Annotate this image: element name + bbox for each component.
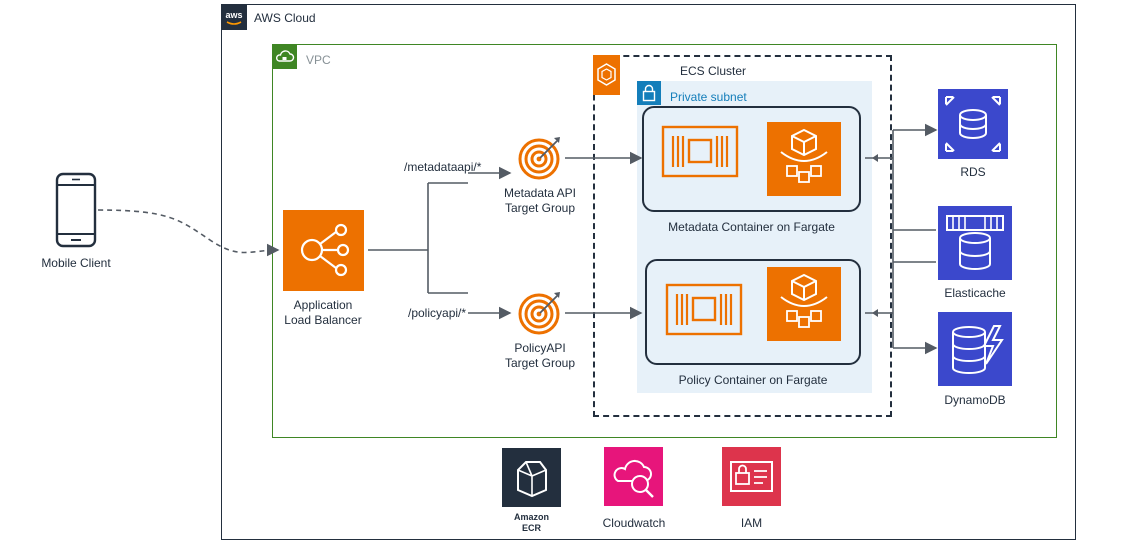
vpc-cloud-icon (272, 44, 297, 69)
container-cubes-icon (767, 122, 841, 196)
ecr-icon (502, 448, 561, 507)
fargate-chip-icon (660, 124, 740, 179)
dynamodb-icon (938, 312, 1012, 386)
target-group-icon (517, 290, 563, 336)
policy-target-line1: PolicyAPI (514, 341, 566, 355)
mobile-client-label: Mobile Client (41, 256, 111, 270)
elasticache-label: Elasticache (944, 286, 1006, 300)
private-subnet-title: Private subnet (670, 90, 747, 104)
alb-label-line1: Application (293, 298, 353, 312)
aws-cloud-group (221, 4, 1076, 540)
vpc-group (272, 44, 1057, 438)
policy-route-label: /policyapi/* (408, 306, 467, 320)
ecs-cluster-group (593, 55, 892, 417)
cloudwatch-label: Cloudwatch (602, 516, 666, 530)
cloudwatch-icon (604, 447, 663, 506)
ecr-label-line2: ECR (521, 523, 541, 533)
elasticache-icon (938, 206, 1012, 280)
ecr-label-line1: Amazon (513, 512, 549, 522)
ecs-cluster-title: ECS Cluster (680, 64, 747, 78)
container-cubes-icon (767, 267, 841, 341)
aws-cloud-title: AWS Cloud (254, 11, 316, 25)
aws-logo-icon: aws (221, 4, 247, 30)
policy-container-box (645, 259, 861, 365)
policy-target-line2: Target Group (504, 356, 576, 370)
metadata-container-label: Metadata Container on Fargate (668, 220, 835, 234)
dynamodb-label: DynamoDB (944, 393, 1006, 407)
client-to-alb-edge (97, 209, 280, 257)
metadata-target-line1: Metadata API (503, 186, 577, 200)
iam-icon (722, 447, 781, 506)
vpc-title: VPC (306, 53, 331, 67)
metadata-target-group-label: Metadata API Target Group (490, 186, 590, 216)
ecr-label: Amazon ECR (492, 512, 571, 534)
alb-label-line2: Load Balancer (284, 313, 362, 327)
policy-container-label: Policy Container on Fargate (678, 373, 828, 387)
metadata-container-box (642, 106, 861, 212)
load-balancer-icon (283, 210, 364, 291)
lock-icon (637, 81, 661, 105)
svg-text:aws: aws (225, 10, 242, 20)
alb-label: Application Load Balancer (263, 298, 383, 328)
metadata-target-line2: Target Group (504, 201, 576, 215)
fargate-chip-icon (664, 282, 744, 337)
rds-label: RDS (960, 165, 986, 179)
metadata-route-label: /metadataapi/* (404, 160, 482, 174)
ecs-icon (593, 55, 620, 95)
iam-label: IAM (740, 516, 763, 530)
mobile-phone-icon (54, 172, 98, 248)
target-group-icon (517, 135, 563, 181)
rds-icon (938, 89, 1008, 159)
policy-target-group-label: PolicyAPI Target Group (490, 341, 590, 371)
